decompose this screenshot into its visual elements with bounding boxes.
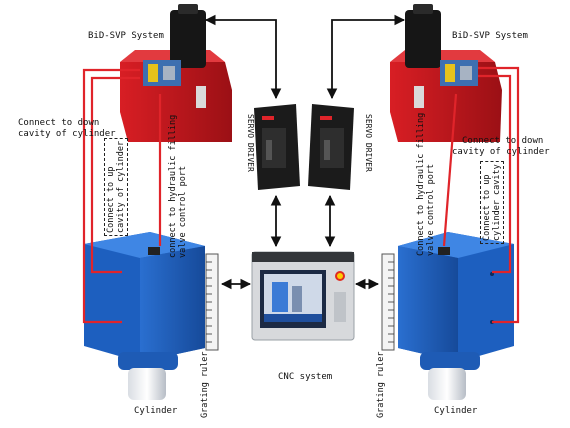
bid-svp-right-label: BiD-SVP System xyxy=(452,31,528,41)
servo-driver-right xyxy=(308,104,354,190)
left-up-cavity-line xyxy=(90,76,140,274)
left-down-cavity-line xyxy=(82,68,140,324)
connect-up-left-label: Connect to up cavity of cylinder xyxy=(104,137,128,236)
right-cylinder xyxy=(398,232,514,400)
arrow-right-unit-servo xyxy=(326,14,406,100)
connect-up-right-line1: Connect to up xyxy=(482,174,492,241)
connect-up-right-label: Connect to up cylinder cavity xyxy=(480,161,504,244)
servo-driver-left xyxy=(254,104,300,190)
cnc-system-label: CNC system xyxy=(278,372,333,382)
right-motor xyxy=(405,10,441,68)
signal-arrows xyxy=(204,14,406,290)
left-cylinder xyxy=(84,232,205,400)
grating-ruler-right xyxy=(381,253,395,351)
grating-ruler-right-label: Grating ruler xyxy=(376,351,386,418)
connect-down-right-line1: Connect to down xyxy=(462,136,544,146)
cnc-panel xyxy=(251,251,355,341)
arrow-left-unit-servo xyxy=(204,14,282,100)
grating-ruler-left-label: Grating ruler xyxy=(200,351,210,418)
grating-ruler-left xyxy=(205,253,219,351)
connect-down-left-line1: Connect to down xyxy=(18,118,100,128)
cylinder-right-label: Cylinder xyxy=(434,406,478,416)
servo-driver-right-label: SERVO DRIVER xyxy=(364,114,373,172)
right-up-cavity-line xyxy=(478,74,512,274)
connect-down-right-line2: cavity of cylinder xyxy=(452,147,550,157)
hyd-left-line1: connect to hydraulic filling xyxy=(168,114,178,258)
left-motor xyxy=(170,10,206,68)
right-piston-rod xyxy=(428,368,466,400)
left-hydraulic-unit xyxy=(120,4,232,142)
connect-up-left-line1: Connect to up xyxy=(106,166,116,233)
right-filling-valve-line xyxy=(442,93,458,247)
bid-svp-left-label: BiD-SVP System xyxy=(88,31,164,41)
hyd-right-label: Connect to hydraulic filling valve contr… xyxy=(416,113,436,256)
connect-down-left-line2: cavity of cylinder xyxy=(18,129,116,139)
right-hydraulic-unit xyxy=(390,4,502,142)
connect-up-right-line2: cylinder cavity xyxy=(492,164,502,241)
hyd-left-line2: valve control port xyxy=(178,165,188,258)
connect-up-left-line2: cavity of cylinder xyxy=(116,140,126,233)
hyd-right-line2: valve control port xyxy=(426,163,436,256)
servo-driver-left-label: SERVO DRIVER xyxy=(246,114,255,172)
hydraulic-lines xyxy=(82,66,520,324)
hyd-left-label: connect to hydraulic filling valve contr… xyxy=(168,115,188,258)
hyd-right-line1: Connect to hydraulic filling xyxy=(416,112,426,256)
right-down-cavity-line xyxy=(478,66,520,324)
cylinder-left-label: Cylinder xyxy=(134,406,178,416)
left-piston-rod xyxy=(128,368,166,400)
